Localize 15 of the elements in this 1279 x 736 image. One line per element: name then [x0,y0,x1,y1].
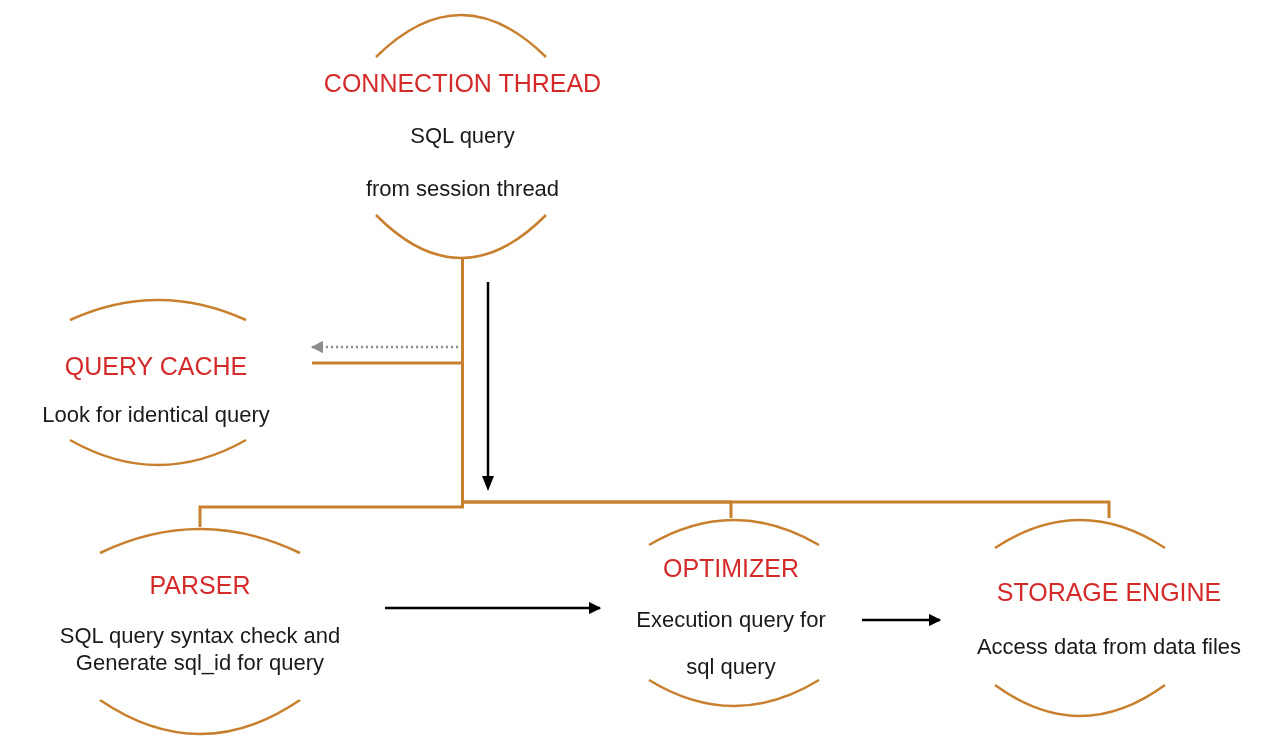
arrow [385,601,602,615]
connector-line [461,259,1111,518]
node-description: Execution query for sql query [635,606,827,681]
node-description: Access data from data files [975,633,1243,661]
node-title: CONNECTION THREAD [322,68,603,98]
node-description: SQL query syntax check and Generate sql_id for query [58,622,342,676]
node-description: Look for identical query [41,401,271,429]
dotted-arrow [310,340,458,354]
node-title: STORAGE ENGINE [995,577,1223,607]
node-description: SQL query [409,122,516,150]
node-description: from session thread [364,175,561,203]
node-title: QUERY CACHE [63,351,249,381]
arrow [862,613,942,627]
node-title: PARSER [148,570,252,600]
node-title: OPTIMIZER [661,553,801,583]
